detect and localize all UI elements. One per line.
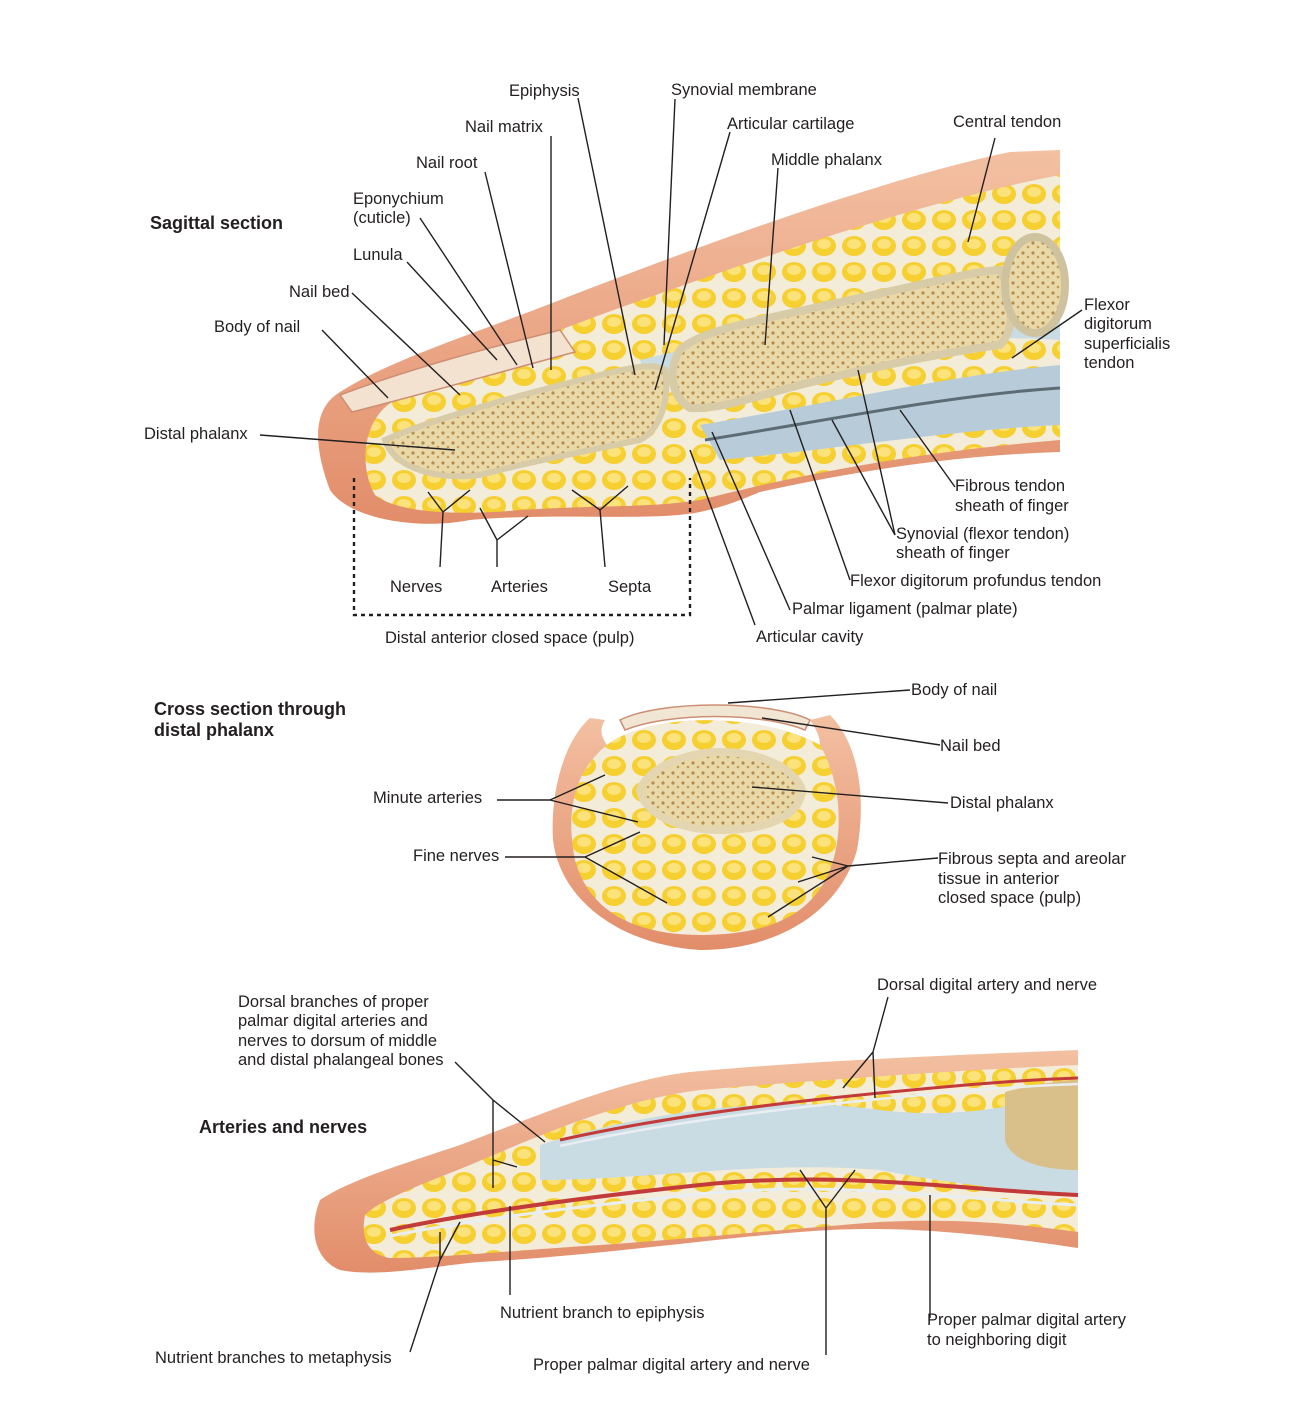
label-articular-cavity: Articular cavity: [756, 628, 864, 646]
label-nutrient-epiphysis: Nutrient branch to epiphysis: [500, 1304, 705, 1322]
label-dorsal-branches-4: and distal phalangeal bones: [238, 1051, 444, 1069]
label-nutrient-metaphysis: Nutrient branches to metaphysis: [155, 1349, 392, 1367]
label-septa: Septa: [608, 578, 652, 596]
label-fine-nerves: Fine nerves: [413, 847, 500, 865]
dorsal-artery-path: [559, 1076, 1079, 1142]
label-synovial-sheath-1: Synovial (flexor tendon): [896, 525, 1070, 543]
arteries-illustration: [314, 996, 1079, 1355]
label-distal-phalanx: Distal phalanx: [144, 425, 248, 443]
label-minute-arteries: Minute arteries: [373, 789, 483, 807]
label-middle-phalanx: Middle phalanx: [771, 151, 882, 169]
label-eponychium-1: Eponychium: [353, 190, 444, 208]
palmar-artery-path: [389, 1177, 1079, 1232]
label-epiphysis: Epiphysis: [509, 82, 580, 100]
label-cross-nail-bed: Nail bed: [940, 737, 1001, 755]
label-body-of-nail: Body of nail: [214, 318, 301, 336]
label-fibrous-septa-3: closed space (pulp): [938, 889, 1082, 907]
label-palmar-ligament: Palmar ligament (palmar plate): [792, 600, 1018, 618]
pulp-bracket: [352, 478, 692, 617]
label-articular-cartilage: Articular cartilage: [727, 115, 855, 133]
label-fds-2: digitorum: [1084, 315, 1152, 333]
arteries-leaders: [409, 996, 931, 1355]
label-cross-body-of-nail: Body of nail: [911, 681, 998, 699]
label-dorsal-branches-1: Dorsal branches of proper: [238, 993, 429, 1011]
label-nerves: Nerves: [390, 578, 443, 596]
label-dorsal-digital: Dorsal digital artery and nerve: [877, 976, 1098, 994]
label-pulp: Distal anterior closed space (pulp): [385, 629, 635, 647]
distal-phalanx-shape: [381, 363, 670, 480]
label-proper-palmar: Proper palmar digital artery and nerve: [533, 1356, 810, 1374]
label-fds-3: superficialis: [1084, 335, 1171, 353]
proximal-phalanx-head: [1001, 233, 1069, 337]
cross-leaders: [497, 689, 949, 918]
label-fibrous-sheath-1: Fibrous tendon: [955, 477, 1066, 495]
cross-distal-phalanx: [635, 747, 807, 835]
heading-cross-2: distal phalanx: [154, 720, 275, 740]
flexor-tendons-shape: [700, 365, 1060, 460]
label-dorsal-branches-2: palmar digital arteries and: [238, 1012, 428, 1030]
label-proper-neighboring-1: Proper palmar digital artery: [927, 1311, 1126, 1329]
sagittal-illustration: [259, 97, 1083, 626]
label-fibrous-septa-1: Fibrous septa and areolar: [938, 850, 1127, 868]
nail-shape: [338, 329, 577, 413]
label-nail-matrix: Nail matrix: [465, 118, 543, 136]
label-cross-distal-phalanx: Distal phalanx: [950, 794, 1054, 812]
label-central-tendon: Central tendon: [953, 113, 1062, 131]
sagittal-leaders: [259, 97, 1083, 626]
label-synovial-sheath-2: sheath of finger: [896, 544, 1010, 562]
label-proper-neighboring-2: to neighboring digit: [927, 1331, 1067, 1349]
label-nail-bed: Nail bed: [289, 283, 350, 301]
middle-phalanx-shape: [668, 265, 1016, 413]
heading-cross-1: Cross section through: [154, 699, 347, 719]
label-lunula: Lunula: [353, 246, 403, 264]
label-fds-4: tendon: [1084, 354, 1135, 372]
label-arteries: Arteries: [491, 578, 548, 596]
heading-arteries: Arteries and nerves: [199, 1117, 368, 1137]
label-dorsal-branches-3: nerves to dorsum of middle: [238, 1032, 438, 1050]
heading-sagittal: Sagittal section: [150, 213, 284, 233]
label-fdp-tendon: Flexor digitorum profundus tendon: [850, 572, 1102, 590]
label-fibrous-sheath-2: sheath of finger: [955, 497, 1069, 515]
label-nail-root: Nail root: [416, 154, 478, 172]
label-eponychium-2: (cuticle): [353, 209, 411, 227]
cross-illustration: [497, 689, 949, 950]
label-fibrous-septa-2: tissue in anterior: [938, 870, 1060, 888]
label-synovial-membrane: Synovial membrane: [671, 81, 817, 99]
label-fds-1: Flexor: [1084, 296, 1130, 314]
arteries-tendon-sheet: [540, 1090, 1078, 1195]
arteries-bone: [1005, 1080, 1078, 1170]
